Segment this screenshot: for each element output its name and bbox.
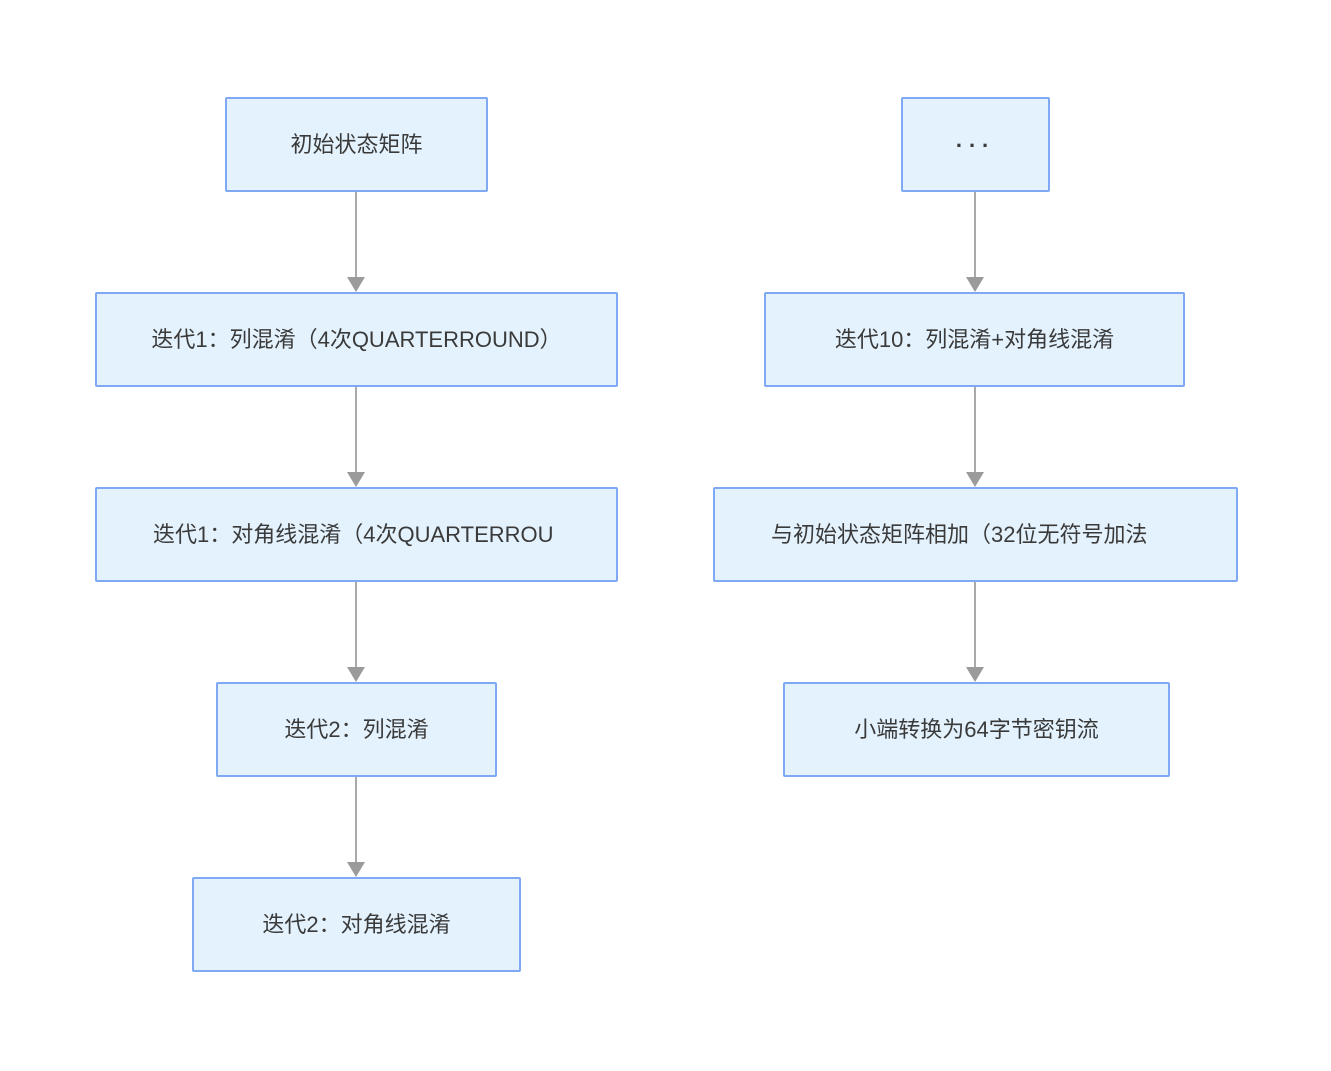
flow-arrow xyxy=(965,582,985,682)
node-label: 迭代1：列混淆（4次QUARTERROUND） xyxy=(151,326,562,352)
arrow-line xyxy=(355,777,357,863)
node-add-initial-state[interactable]: 与初始状态矩阵相加（32位无符号加法 xyxy=(713,487,1238,582)
arrow-down-icon xyxy=(966,667,984,682)
arrow-line xyxy=(974,387,976,473)
node-label: 迭代1：对角线混淆（4次QUARTERROU xyxy=(153,521,554,547)
flow-arrow xyxy=(346,192,366,292)
node-initial-state-matrix[interactable]: 初始状态矩阵 xyxy=(225,97,488,192)
node-iter10-column-diagonal-round[interactable]: 迭代10：列混淆+对角线混淆 xyxy=(764,292,1185,387)
node-label: 迭代2：列混淆 xyxy=(284,716,429,742)
flow-arrow xyxy=(346,582,366,682)
node-label: 初始状态矩阵 xyxy=(290,131,423,157)
flow-arrow xyxy=(346,777,366,877)
node-label: 迭代10：列混淆+对角线混淆 xyxy=(834,326,1115,352)
flow-arrow xyxy=(346,387,366,487)
arrow-down-icon xyxy=(347,862,365,877)
arrow-line xyxy=(355,387,357,473)
node-label: ... xyxy=(955,126,996,152)
node-iter2-column-round[interactable]: 迭代2：列混淆 xyxy=(216,682,497,777)
node-iter1-diagonal-round[interactable]: 迭代1：对角线混淆（4次QUARTERROU xyxy=(95,487,618,582)
arrow-line xyxy=(974,582,976,668)
node-ellipsis[interactable]: ... xyxy=(901,97,1050,192)
arrow-down-icon xyxy=(347,277,365,292)
node-label: 小端转换为64字节密钥流 xyxy=(854,716,1099,742)
node-label: 与初始状态矩阵相加（32位无符号加法 xyxy=(771,521,1148,547)
arrow-down-icon xyxy=(966,472,984,487)
arrow-down-icon xyxy=(966,277,984,292)
flow-arrow xyxy=(965,192,985,292)
flow-arrow xyxy=(965,387,985,487)
arrow-down-icon xyxy=(347,667,365,682)
arrow-line xyxy=(355,582,357,668)
node-little-endian-keystream[interactable]: 小端转换为64字节密钥流 xyxy=(783,682,1170,777)
node-iter1-column-round[interactable]: 迭代1：列混淆（4次QUARTERROUND） xyxy=(95,292,618,387)
node-iter2-diagonal-round[interactable]: 迭代2：对角线混淆 xyxy=(192,877,521,972)
arrow-line xyxy=(974,192,976,278)
arrow-line xyxy=(355,192,357,278)
node-label: 迭代2：对角线混淆 xyxy=(262,911,451,937)
arrow-down-icon xyxy=(347,472,365,487)
